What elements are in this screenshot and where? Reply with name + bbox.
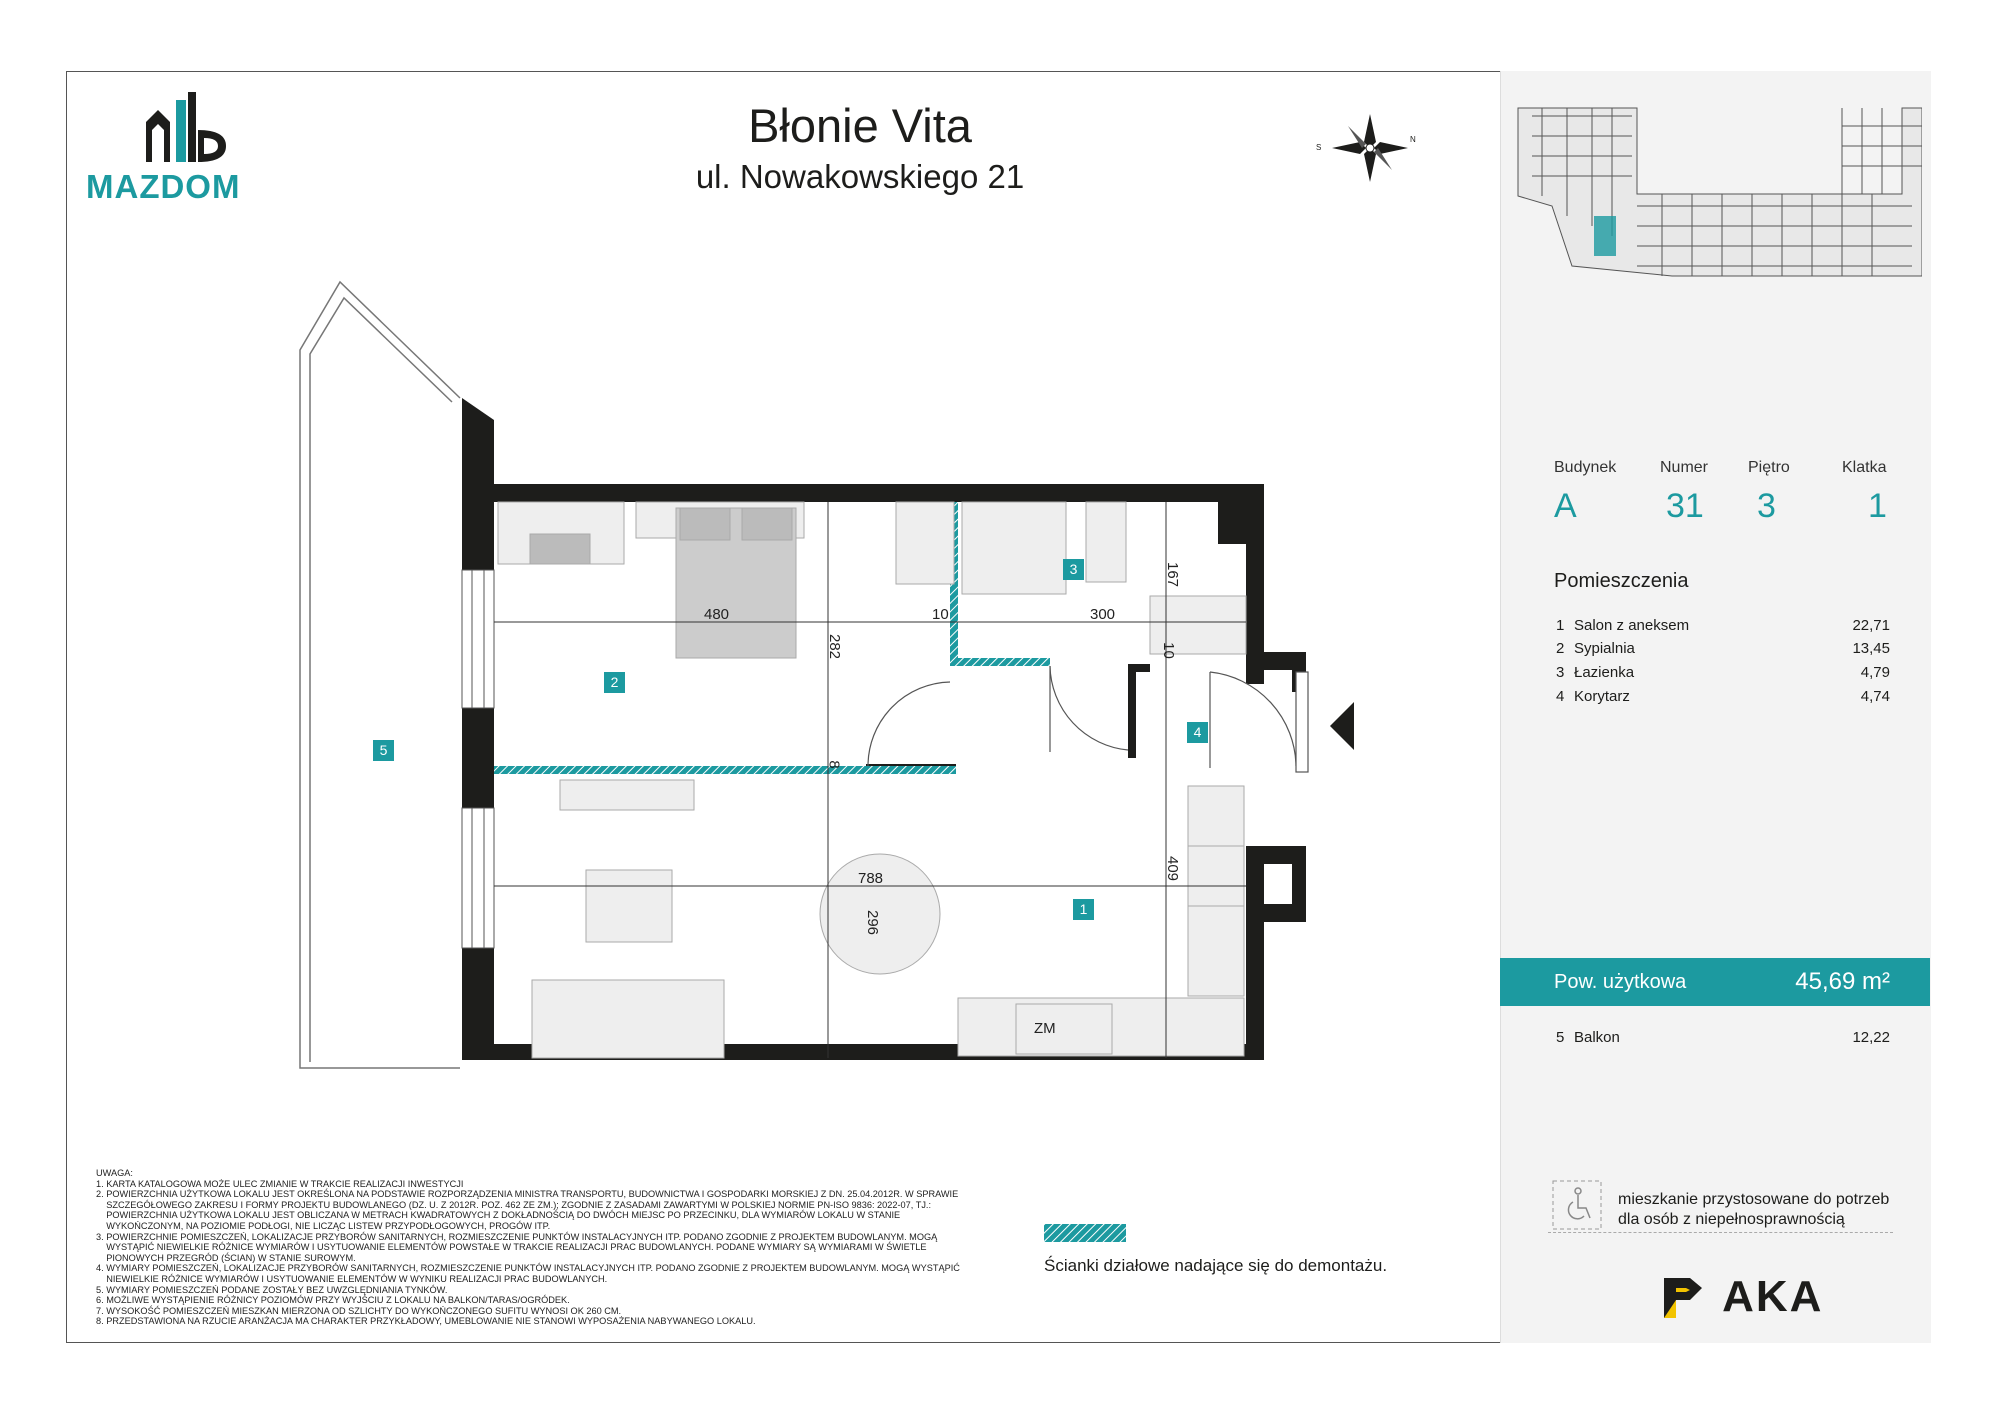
zm-label: ZM bbox=[1034, 1020, 1056, 1037]
brand-name: PAKA bbox=[1702, 1272, 1831, 1322]
room-no: 3 bbox=[1556, 664, 1565, 681]
balcony-name: Balkon bbox=[1574, 1029, 1620, 1046]
room-name: Sypialnia bbox=[1574, 640, 1635, 657]
compass-s: S bbox=[1316, 143, 1322, 152]
compass-icon bbox=[1332, 114, 1408, 182]
note-line: 4. WYMIARY POMIESZCZEŃ, LOKALIZACJE PRZY… bbox=[96, 1263, 960, 1274]
room-no: 1 bbox=[1556, 617, 1565, 634]
room-name: Korytarz bbox=[1574, 688, 1630, 705]
demolishable-wall-swatch bbox=[1044, 1224, 1126, 1242]
accessibility-text: mieszkanie przystosowane do potrzeb dla … bbox=[1618, 1190, 1889, 1230]
accessibility-line1: mieszkanie przystosowane do potrzeb bbox=[1618, 1191, 1890, 1208]
note-line: 1. KARTA KATALOGOWA MOŻE ULEC ZMIANIE W … bbox=[96, 1178, 464, 1189]
room-badge-3: 3 bbox=[1063, 559, 1084, 580]
note-line: 2. POWIERZCHNIA UŻYTKOWA LOKALU JEST OKR… bbox=[96, 1189, 959, 1200]
room-badge-4: 4 bbox=[1187, 722, 1208, 743]
notes-block: UWAGA: 1. KARTA KATALOGOWA MOŻE ULEC ZMI… bbox=[96, 1168, 996, 1327]
note-line: POWIERZCHNIA UŻYTKOWA LOKALU JEST OBLICZ… bbox=[96, 1210, 901, 1221]
rooms-heading: Pomieszczenia bbox=[1554, 570, 1689, 592]
note-line: 5. WYMIARY POMIESZCZEŃ PODANE ZOSTAŁY BE… bbox=[96, 1284, 448, 1295]
accessibility-line2: dla osób z niepełnosprawnością bbox=[1618, 1211, 1845, 1228]
note-line: WYSTĄPIĆ NIEWIELKIE RÓŻNICE WYMIARÓW I U… bbox=[96, 1242, 927, 1253]
value-number: 31 bbox=[1666, 487, 1704, 525]
room-area: 4,79 bbox=[1860, 664, 1890, 681]
building-key-plan bbox=[1517, 107, 1922, 277]
dim-788: 788 bbox=[858, 870, 884, 887]
value-floor: 3 bbox=[1757, 487, 1776, 525]
wheelchair-icon bbox=[1552, 1180, 1602, 1230]
note-line: NIEWIELKIE RÓŻNICE WYMIARÓW I USYTUOWANI… bbox=[96, 1273, 608, 1284]
usable-area-label: Pow. użytkowa bbox=[1554, 971, 1687, 993]
dim-282: 282 bbox=[826, 633, 844, 660]
room-area: 4,74 bbox=[1860, 688, 1890, 705]
usable-area-bar: Pow. użytkowa 45,69 m² bbox=[1500, 958, 1930, 1006]
brand-text: PAKA bbox=[1694, 1272, 1824, 1321]
note-line: 8. PRZEDSTAWIONA NA RZUCIE ARANŻACJA MA … bbox=[96, 1316, 756, 1327]
usable-area-value: 45,69 m² bbox=[1795, 968, 1890, 995]
dim-8: 8 bbox=[825, 760, 843, 769]
paka-logo-icon bbox=[1664, 1278, 1702, 1318]
dim-167: 167 bbox=[1164, 561, 1182, 588]
label-building: Budynek bbox=[1554, 459, 1617, 476]
dim-409: 409 bbox=[1164, 855, 1182, 882]
room-name: Salon z aneksem bbox=[1574, 617, 1690, 634]
value-building: A bbox=[1554, 487, 1577, 525]
room-area: 22,71 bbox=[1852, 617, 1890, 634]
room-no: 2 bbox=[1556, 640, 1565, 657]
room-area: 13,45 bbox=[1852, 640, 1890, 657]
note-line: 6. MOŻLIWE WYSTĄPIENIE RÓŻNICY POZIOMÓW … bbox=[96, 1295, 570, 1306]
dim-480: 480 bbox=[704, 606, 730, 623]
project-title: Błonie Vita bbox=[748, 99, 972, 152]
label-stair: Klatka bbox=[1842, 459, 1887, 476]
note-line: UWAGA: bbox=[96, 1168, 133, 1178]
note-line: SZCZEGÓŁOWEGO ZAKRESU I FORMY PROJEKTU B… bbox=[96, 1199, 932, 1210]
room-badge-2: 2 bbox=[604, 672, 625, 693]
balcony-area: 12,22 bbox=[1852, 1029, 1890, 1046]
note-line: WYKOŃCZONYM, NA POZIOMIE PODŁOGI, NIE LI… bbox=[96, 1220, 551, 1231]
label-floor: Piętro bbox=[1748, 459, 1790, 476]
note-line: 3. POWIERZCHNIE POMIESZCZEŃ, LOKALIZACJE… bbox=[96, 1231, 938, 1242]
project-address: ul. Nowakowskiego 21 bbox=[695, 158, 1025, 195]
label-number: Numer bbox=[1660, 459, 1709, 476]
dim-10: 10 bbox=[932, 606, 949, 623]
apartment-highlight bbox=[1594, 216, 1616, 256]
dim-10b: 10 bbox=[1159, 642, 1177, 659]
dim-296: 296 bbox=[864, 909, 882, 936]
room-name: Łazienka bbox=[1574, 664, 1635, 681]
logo-text: MAZDOM bbox=[86, 168, 241, 205]
info-sidebar bbox=[1500, 71, 1931, 1343]
divider bbox=[1548, 1232, 1893, 1233]
room-no: 4 bbox=[1556, 688, 1565, 705]
room-badge-5: 5 bbox=[373, 740, 394, 761]
mazdom-logo-icon bbox=[146, 92, 226, 162]
value-stair: 1 bbox=[1868, 487, 1887, 525]
dim-300: 300 bbox=[1090, 606, 1116, 623]
legend-text: Ścianki działowe nadające się do demonta… bbox=[1044, 1256, 1388, 1275]
room-badge-1: 1 bbox=[1073, 899, 1094, 920]
note-line: 7. WYSOKOŚĆ POMIESZCZEŃ MIESZKAN MIERZON… bbox=[96, 1305, 622, 1316]
note-line: PIONOWYCH PRZEGRÓD (ŚCIAN) W STANIE SURO… bbox=[96, 1252, 356, 1263]
balcony-no: 5 bbox=[1556, 1029, 1565, 1046]
compass-n: N bbox=[1410, 135, 1416, 144]
